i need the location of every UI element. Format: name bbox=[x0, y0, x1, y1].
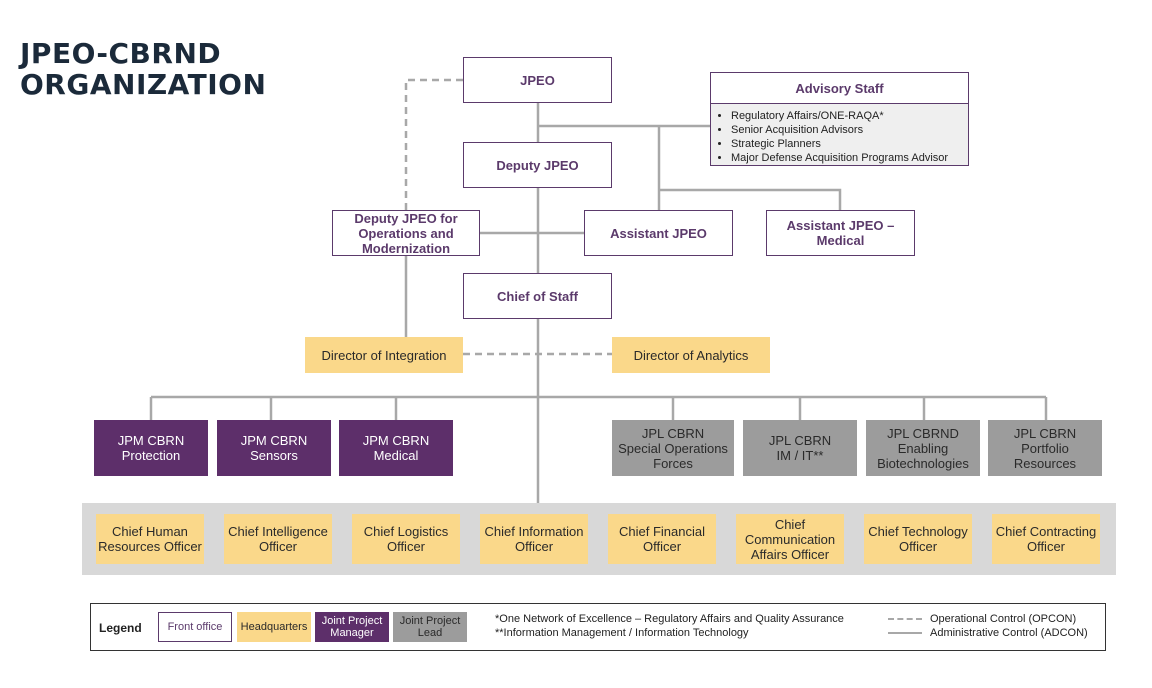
legend-headquarters: Headquarters bbox=[237, 612, 311, 642]
advisory-item: Regulatory Affairs/ONE-RAQA* bbox=[731, 109, 968, 123]
jpm-medical-box: JPM CBRN Medical bbox=[339, 420, 453, 476]
advisory-staff-box: Advisory Staff Regulatory Affairs/ONE-RA… bbox=[710, 72, 969, 166]
legend-note-im-it: **Information Management / Information T… bbox=[495, 627, 749, 639]
legend-joint-project-manager: Joint Project Manager bbox=[315, 612, 389, 642]
title-line-2: ORGANIZATION bbox=[20, 68, 267, 101]
legend-title: Legend bbox=[99, 621, 142, 635]
director-integration-box: Director of Integration bbox=[305, 337, 463, 373]
legend-adcon-row: Administrative Control (ADCON) bbox=[888, 626, 1088, 640]
deputy-jpeo-operations-box: Deputy JPEO for Operations and Moderniza… bbox=[332, 210, 480, 256]
jpl-portfolio-resources-box: JPL CBRN Portfolio Resources bbox=[988, 420, 1102, 476]
chief-technology-officer-box: Chief Technology Officer bbox=[864, 514, 972, 564]
advisory-staff-list: Regulatory Affairs/ONE-RAQA* Senior Acqu… bbox=[711, 109, 968, 165]
legend-joint-project-lead: Joint Project Lead bbox=[393, 612, 467, 642]
title-line-1: JPEO-CBRND bbox=[20, 37, 222, 70]
assistant-jpeo-box: Assistant JPEO bbox=[584, 210, 733, 256]
legend-line-types: Operational Control (OPCON) Administrati… bbox=[888, 612, 1088, 640]
chief-hr-officer-box: Chief Human Resources Officer bbox=[96, 514, 204, 564]
chief-intelligence-officer-box: Chief Intelligence Officer bbox=[224, 514, 332, 564]
jpl-biotechnologies-box: JPL CBRND Enabling Biotechnologies bbox=[866, 420, 980, 476]
legend: Legend Front office Headquarters Joint P… bbox=[90, 603, 1106, 651]
chief-contracting-officer-box: Chief Contracting Officer bbox=[992, 514, 1100, 564]
chief-financial-officer-box: Chief Financial Officer bbox=[608, 514, 716, 564]
legend-opcon-label: Operational Control (OPCON) bbox=[930, 613, 1077, 625]
jpm-protection-box: JPM CBRN Protection bbox=[94, 420, 208, 476]
page-title: JPEO-CBRND ORGANIZATION bbox=[20, 38, 266, 100]
jpl-special-operations-box: JPL CBRN Special Operations Forces bbox=[612, 420, 734, 476]
director-analytics-box: Director of Analytics bbox=[612, 337, 770, 373]
assistant-jpeo-medical-box: Assistant JPEO – Medical bbox=[766, 210, 915, 256]
legend-front-office: Front office bbox=[158, 612, 232, 642]
advisory-item: Senior Acquisition Advisors bbox=[731, 123, 968, 137]
legend-notes: *One Network of Excellence – Regulatory … bbox=[495, 612, 844, 640]
chief-of-staff-box: Chief of Staff bbox=[463, 273, 612, 319]
chief-logistics-officer-box: Chief Logistics Officer bbox=[352, 514, 460, 564]
legend-note-raqa: *One Network of Excellence – Regulatory … bbox=[495, 613, 844, 625]
advisory-staff-title: Advisory Staff bbox=[711, 73, 968, 104]
advisory-item: Major Defense Acquisition Programs Advis… bbox=[731, 151, 968, 165]
advisory-item: Strategic Planners bbox=[731, 137, 968, 151]
legend-adcon-label: Administrative Control (ADCON) bbox=[930, 627, 1088, 639]
legend-opcon-row: Operational Control (OPCON) bbox=[888, 612, 1088, 626]
chief-information-officer-box: Chief Information Officer bbox=[480, 514, 588, 564]
dashed-line-sample bbox=[888, 618, 922, 620]
jpeo-box: JPEO bbox=[463, 57, 612, 103]
chief-communication-affairs-officer-box: Chief Communication Affairs Officer bbox=[736, 514, 844, 564]
jpm-sensors-box: JPM CBRN Sensors bbox=[217, 420, 331, 476]
solid-line-sample bbox=[888, 632, 922, 634]
deputy-jpeo-box: Deputy JPEO bbox=[463, 142, 612, 188]
jpl-im-it-box: JPL CBRN IM / IT** bbox=[743, 420, 857, 476]
